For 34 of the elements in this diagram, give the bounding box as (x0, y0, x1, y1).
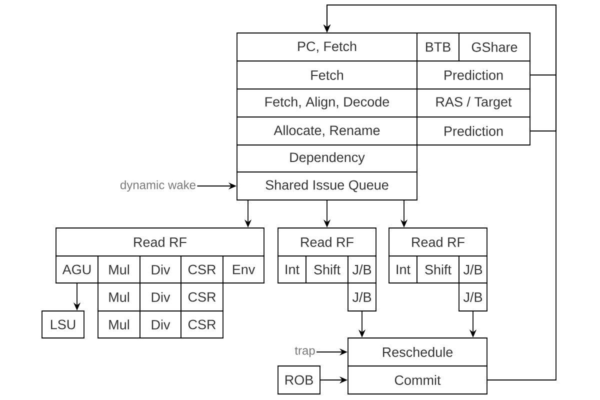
pipeline-cell: AGU (56, 256, 98, 284)
pipeline-cell: CSR (180, 256, 224, 284)
pipeline-cell: Prediction (416, 116, 530, 146)
pipeline-cell: J/B (348, 256, 376, 284)
pipeline-cell: Env (222, 256, 264, 284)
pipeline-cell: Div (140, 282, 182, 312)
pipeline-cell: CSR (180, 282, 224, 312)
pipeline-cell: Div (140, 310, 182, 338)
annotation-text: dynamic wake (120, 180, 196, 192)
annotation-text: trap (294, 346, 315, 358)
pipeline-cell: Allocate, Rename (236, 116, 418, 146)
pipeline-cell: Mul (98, 310, 140, 338)
pipeline-cell: Mul (98, 282, 140, 312)
pipeline-cell: Reschedule (348, 338, 488, 366)
pipeline-cell: RAS / Target (416, 88, 530, 118)
pipeline-cell: LSU (42, 310, 84, 338)
pipeline-cell: Int (388, 256, 418, 284)
pipeline-cell: Shared Issue Queue (236, 172, 418, 200)
pipeline-cell: Mul (98, 256, 140, 284)
pipeline-cell: Commit (348, 366, 488, 394)
pipeline-cell: BTB (416, 32, 460, 62)
pipeline-cell: Div (140, 256, 182, 284)
pipeline-cell: J/B (458, 256, 488, 284)
pipeline-cell: Shift (306, 256, 348, 284)
pipeline-cell: Int (278, 256, 306, 284)
pipeline-cell: J/B (348, 282, 376, 312)
pipeline-cell: J/B (458, 282, 488, 312)
pipeline-cell: Shift (416, 256, 460, 284)
pipeline-cell: Dependency (236, 144, 418, 172)
pipeline-cell: ROB (278, 366, 320, 394)
pipeline-cell: CSR (180, 310, 224, 338)
pipeline-cell: Fetch (236, 60, 418, 90)
pipeline-cell: GShare (458, 32, 530, 62)
pipeline-cell: Fetch, Align, Decode (236, 88, 418, 118)
